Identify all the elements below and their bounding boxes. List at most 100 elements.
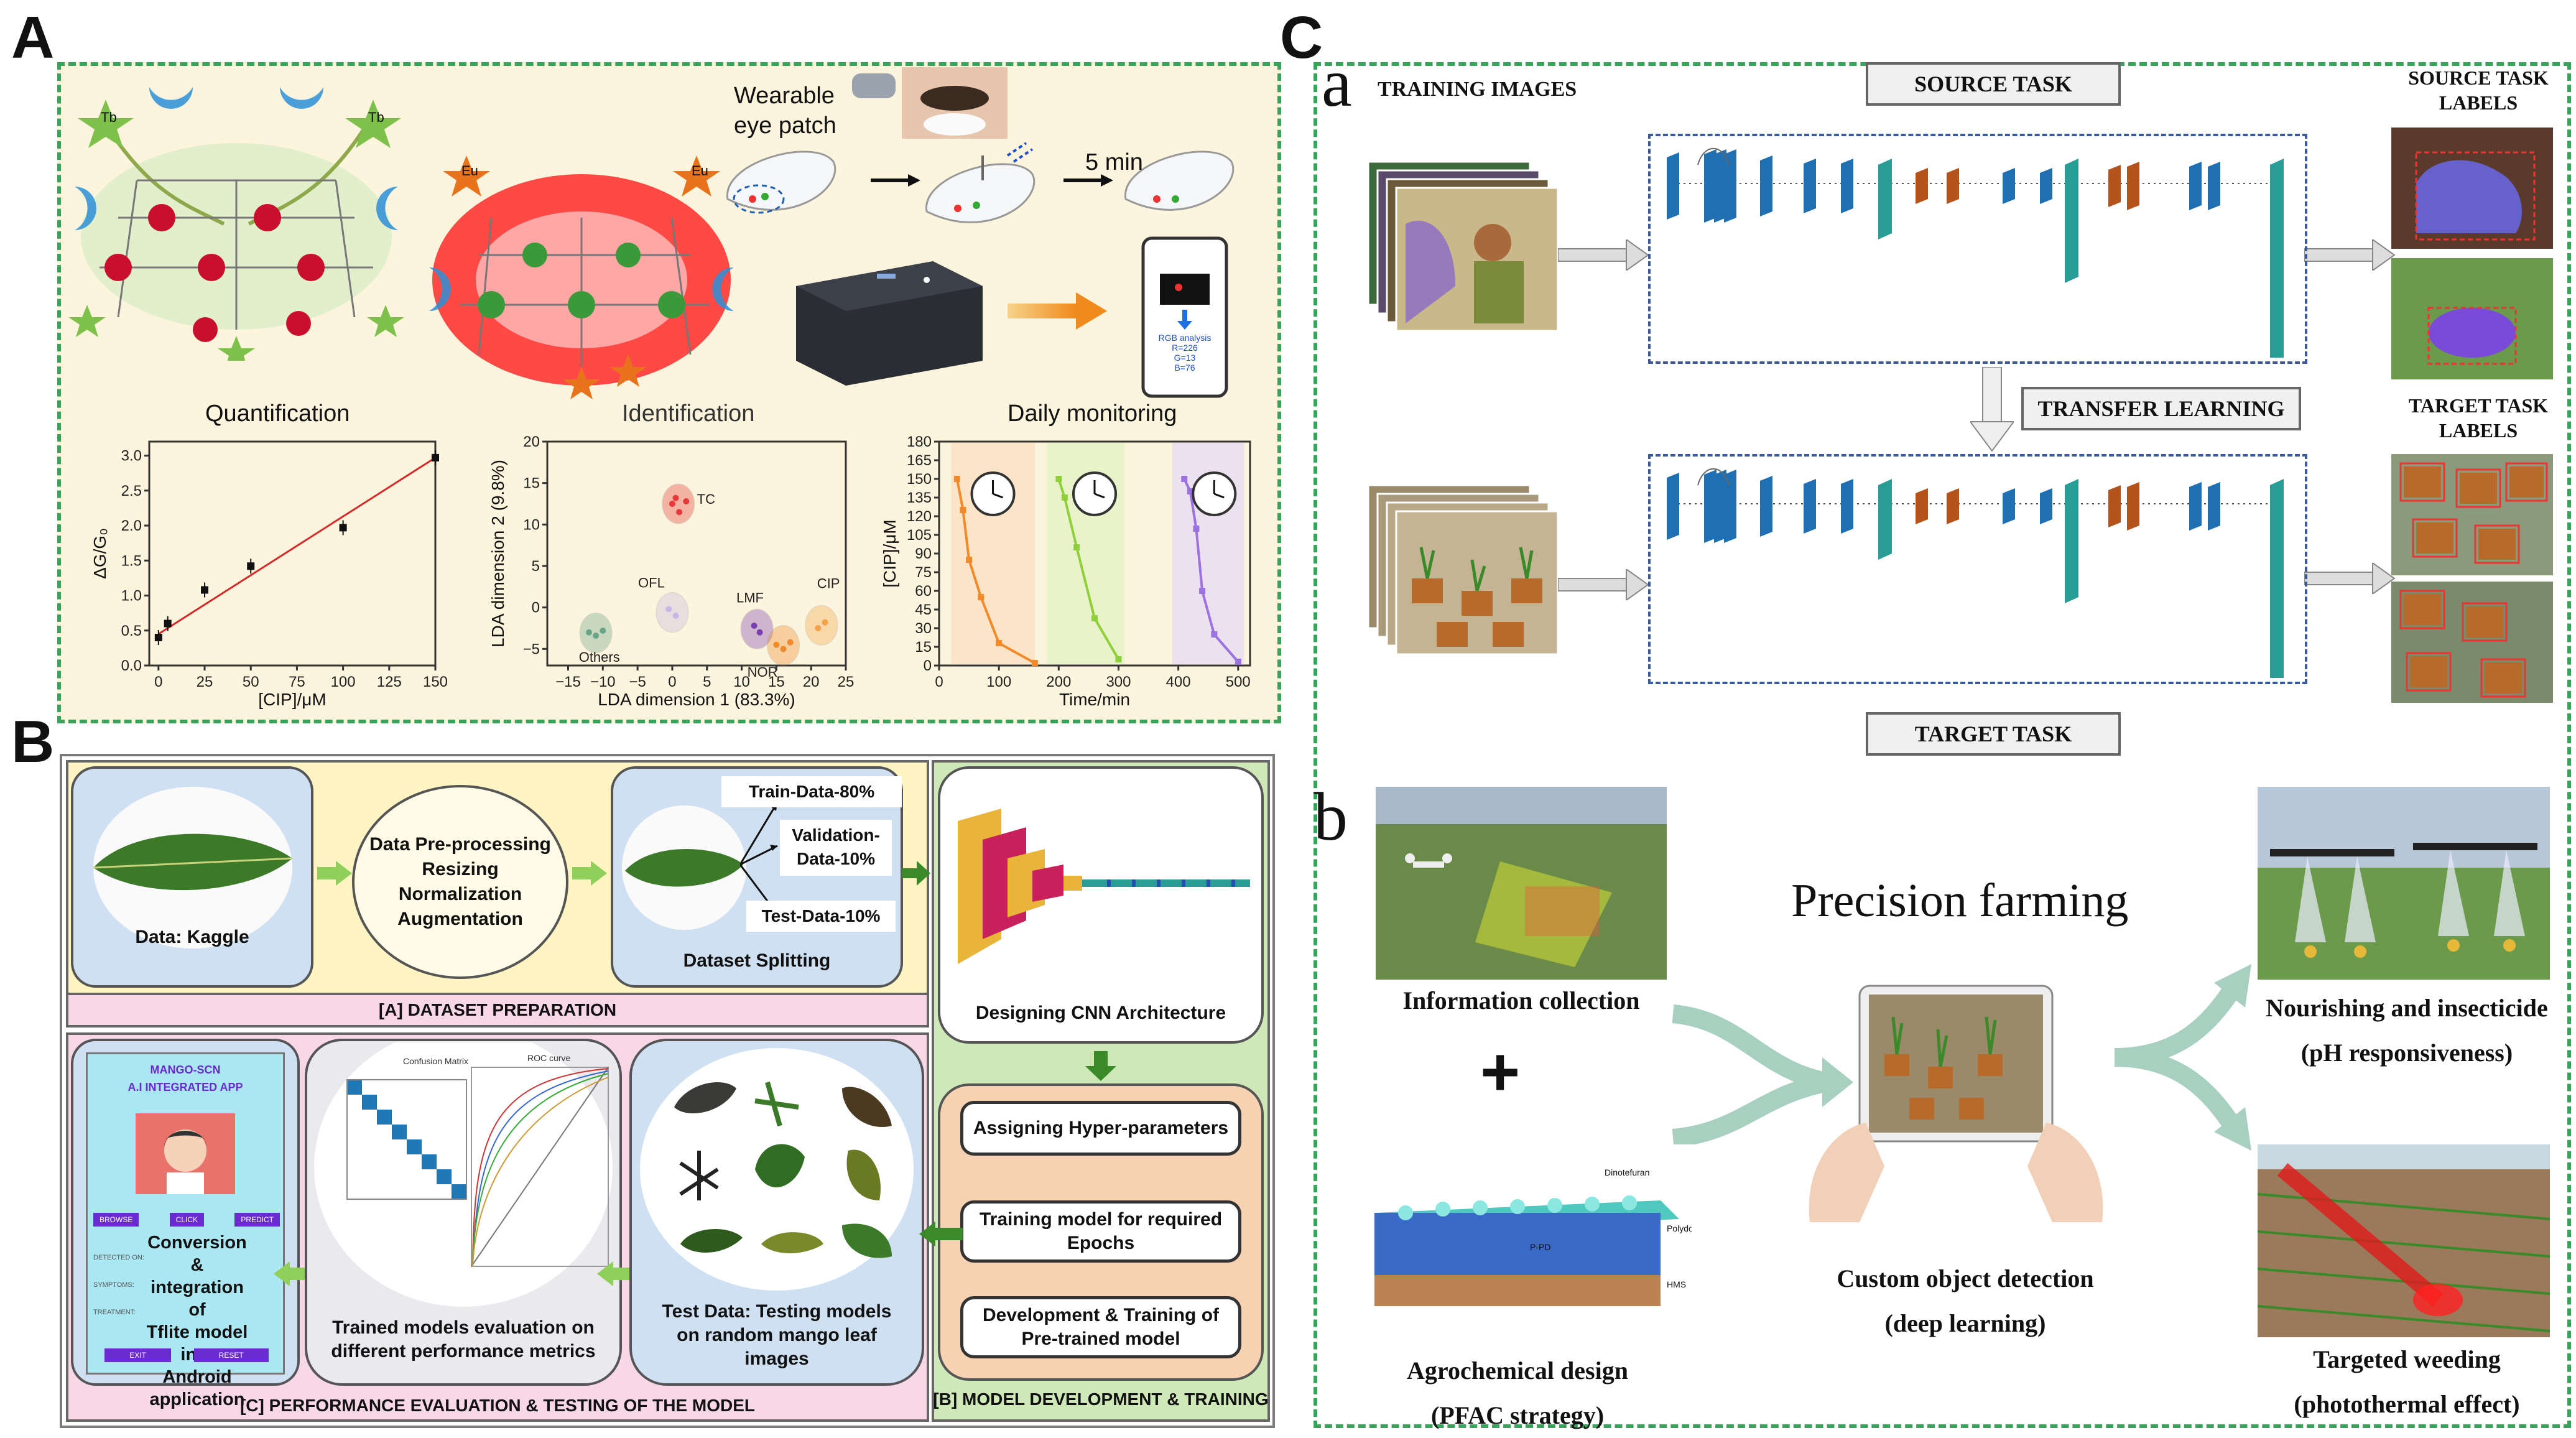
cnn-layer [1704,470,1717,543]
cnn-layer [2040,488,2052,524]
test-data-line: Test Data: Testing models [662,1301,892,1322]
cnn-layer [1804,159,1816,213]
skip-connection [1697,468,1730,486]
x-axis-label: [CIP]/μM [258,690,326,709]
app-title-line: MANGO-SCN [150,1064,221,1076]
data-point [683,498,690,504]
cluster-ellipse [656,592,689,633]
y-tick-label: 0 [924,657,932,674]
panel-label-b: B [11,708,55,775]
app-bottom-row: EXIT RESET [93,1348,280,1362]
data-point [164,619,172,628]
layer-label: P-PD [1530,1242,1550,1252]
hyperparam-step: Assigning Hyper-parameters [960,1101,1241,1156]
flow-arrow-1 [317,861,352,886]
predict-button[interactable]: PREDICT [234,1213,280,1227]
x-tick-label: −10 [590,674,616,690]
cnn-layer [2003,168,2015,204]
weeding-line: (photothermal effect) [2294,1390,2520,1418]
merge-arrow [1672,1004,1853,1144]
data-point [815,625,822,631]
x-tick-label: 25 [838,674,855,690]
x-tick-label: 125 [377,674,402,690]
weeding-line: Targeted weeding [2313,1345,2501,1373]
y-tick-label: 5 [532,558,540,575]
clock-hand [993,493,1004,499]
phone-line: RGB analysis [1158,333,1212,343]
series-line [955,478,1035,664]
y-tick-label: 165 [907,452,932,469]
mof-structure-green: Tb Tb [68,87,404,361]
target-label-image-1 [2391,454,2553,575]
evaluation-label: Trained models evaluation on different p… [305,1316,622,1363]
target-network-box [1648,454,2307,684]
dataset-prep-text: [A] DATASET PREPARATION [378,1000,617,1019]
data-point [432,453,439,462]
data-point [1187,488,1193,494]
panel-label-a: A [11,4,55,71]
cluster-label: CIP [817,575,840,591]
y-tick-label: 2.5 [121,483,142,499]
y-tick-label: 2.0 [121,517,142,534]
transfer-learning-box: TRANSFER LEARNING [2021,387,2301,430]
y-tick-label: 15 [915,639,932,656]
y-tick-label: 105 [907,527,932,544]
phone-rgb-text: RGB analysis R=226 G=13 B=76 [1149,333,1220,373]
exit-button[interactable]: EXIT [104,1348,171,1362]
data-point [600,628,606,634]
ion-label-tb-1: Tb [101,109,117,125]
browse-button[interactable]: BROWSE [93,1213,139,1227]
click-button[interactable]: CLICK [169,1213,204,1227]
target-image-stack [1368,485,1559,656]
app-side-line: DETECTED ON: [93,1254,144,1261]
data-point [756,629,763,636]
fc-layer [1878,479,1892,560]
cluster-label: TC [697,491,715,507]
transfer-arrow-down [1970,367,2014,452]
y-axis-label: LDA dimension 2 (9.8%) [488,460,507,647]
cnn-layer [1947,488,1959,524]
data-point [787,639,794,646]
data-point [1211,631,1218,638]
test-data-line: images [744,1348,809,1369]
data-point [780,646,787,652]
x-tick-label: −5 [629,674,646,690]
layer-label: Dinotefuran [1605,1167,1649,1177]
cnn-layer [2127,482,2139,531]
time-label: 5 min [1085,149,1143,175]
app-title-line: A.I INTEGRATED APP [127,1081,243,1093]
test-split: Test-Data-10% [746,901,896,932]
source-labels-line: LABELS [2439,91,2518,114]
cnn-label: Designing CNN Architecture [975,1003,1226,1023]
test-data-label: Test Data: Testing models on random mang… [629,1300,924,1371]
validation-split: Validation- Data-10% [780,820,892,876]
x-tick-label: 100 [986,674,1011,690]
reset-button[interactable]: RESET [193,1348,269,1362]
y-tick-label: 15 [523,475,540,492]
target-label-image-2 [2391,582,2553,703]
data-point [1061,494,1068,501]
data-point [1193,526,1200,532]
cnn-layer [1916,488,1928,524]
conversion-line: Conversion & [147,1233,247,1275]
ion-label-eu-2: Eu [692,163,708,179]
y-tick-label: 60 [915,583,932,600]
arrow-to-target-net [1558,569,1649,600]
cnn-layer [1724,149,1736,223]
conversion-line: integration of [151,1278,244,1320]
data-point [1055,476,1062,482]
conversion-line: application [149,1389,245,1409]
data-point [201,586,209,594]
training-line: Epochs [1067,1233,1135,1253]
preprocess-line: Data Pre-processing [369,834,551,855]
roc-title: ROC curve [527,1053,570,1063]
y-tick-label: −5 [523,641,540,657]
precision-farming-title: Precision farming [1791,874,2129,927]
agro-line: (PFAC strategy) [1430,1401,1605,1429]
cnn-layer [2040,168,2052,204]
data-point [339,524,347,532]
panel-label-c: C [1280,4,1323,71]
preprocess-line: Augmentation [397,909,523,929]
